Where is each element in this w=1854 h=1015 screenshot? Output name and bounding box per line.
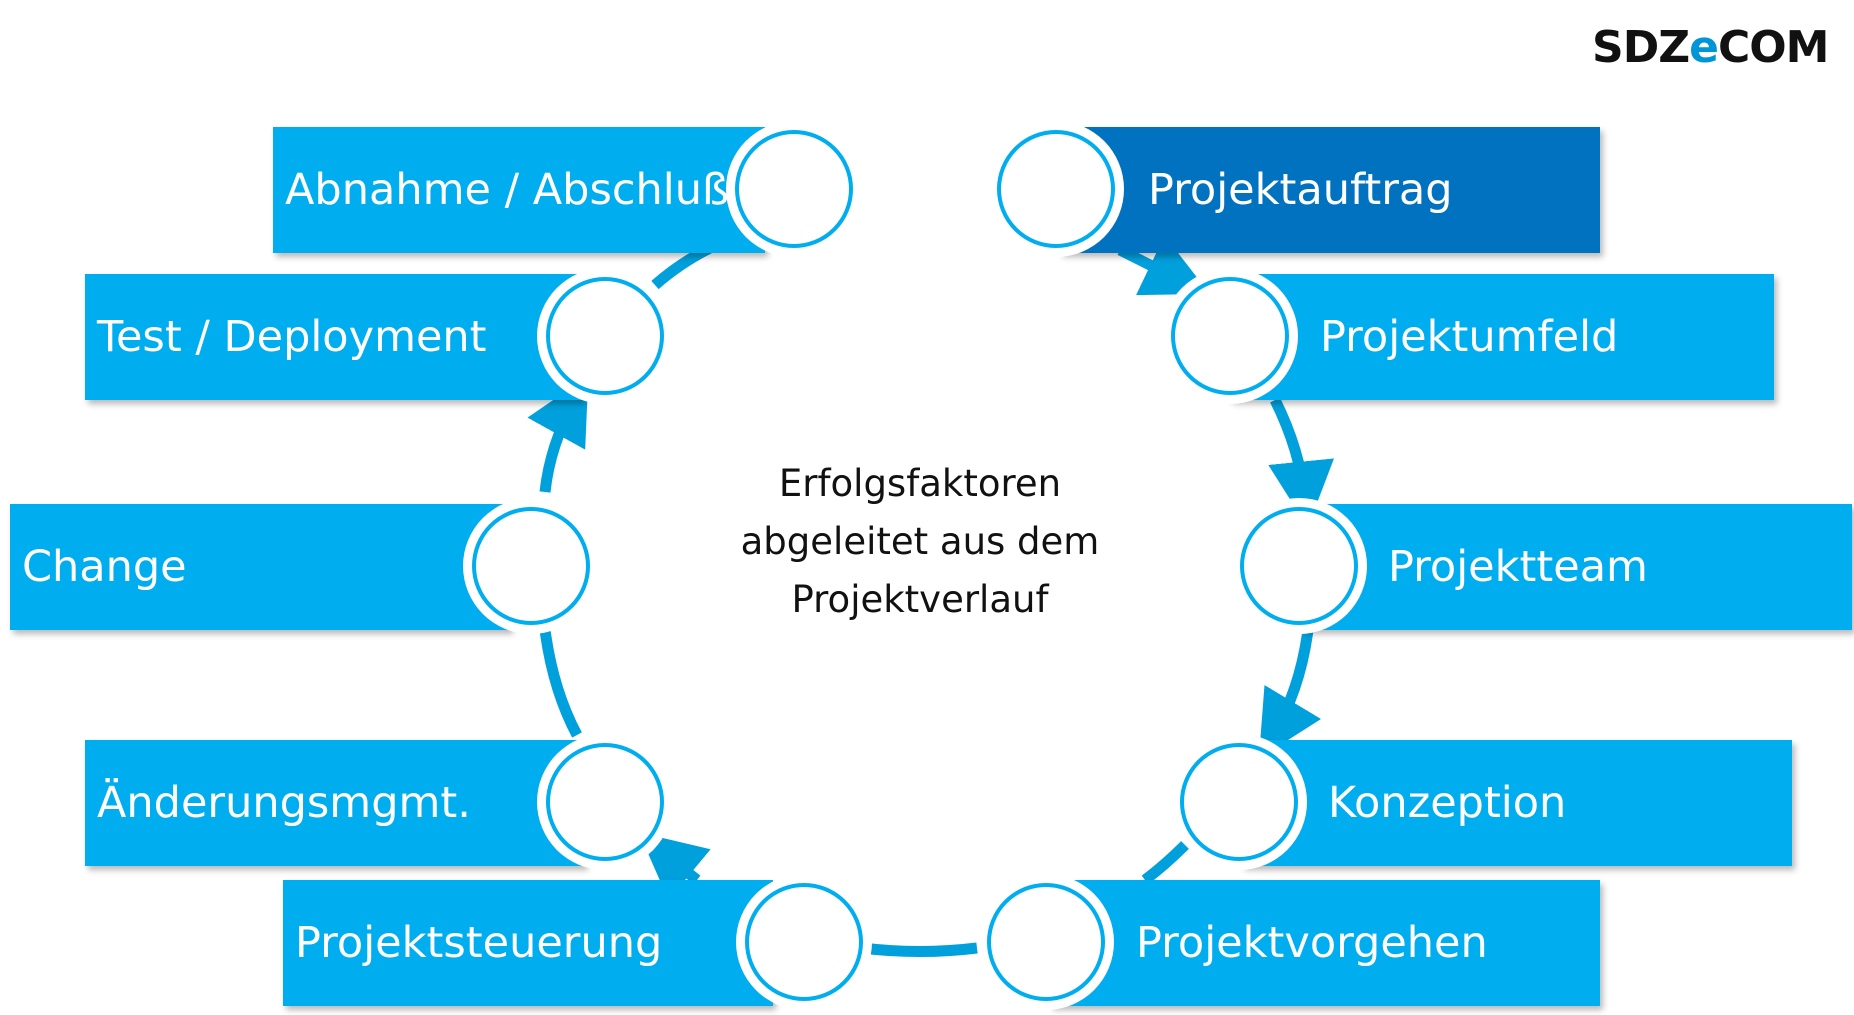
arrow-test-abnahme: [651, 243, 713, 290]
step-projektteam: Projektteam: [1302, 504, 1852, 630]
step-circle-abnahme-abschluss: [735, 130, 853, 248]
sdzecom-logo: SDZeCOM: [1592, 22, 1829, 73]
step-projektauftrag: Projektauftrag: [1060, 127, 1600, 253]
step-aenderungsmgmt: Änderungsmgmt.: [85, 740, 585, 866]
step-label: Projektsteuerung: [295, 918, 663, 968]
center-title: Erfolgsfaktoren abgeleitet aus dem Proje…: [680, 455, 1160, 629]
arrow-projektauftrag-projektumfeld: [1117, 235, 1210, 296]
step-label: Projektauftrag: [1148, 165, 1453, 215]
arrow-projektumfeld-projektteam: [1268, 397, 1334, 528]
step-konzeption: Konzeption: [1242, 740, 1792, 866]
arrow-projektsteuerung-aenderungsmgmt: [638, 832, 711, 900]
step-label: Test / Deployment: [97, 312, 487, 362]
step-projektumfeld: Projektumfeld: [1230, 274, 1774, 400]
arrow-change-test: [527, 375, 589, 493]
step-label: Abnahme / Abschluß: [285, 165, 730, 215]
arrow-projektteam-konzeption: [1258, 629, 1322, 759]
center-line-3: Projektverlauf: [791, 578, 1049, 621]
center-line-1: Erfolgsfaktoren: [778, 462, 1062, 505]
arrow-projektvorgehen-projektsteuerung: [861, 942, 978, 957]
step-abnahme-abschluss: Abnahme / Abschluß: [273, 127, 765, 253]
step-label: Änderungsmgmt.: [97, 778, 471, 828]
step-label: Change: [22, 542, 187, 592]
arrow-aenderungsmgmt-change: [539, 629, 582, 738]
step-change: Change: [10, 504, 510, 630]
step-circle-projektauftrag: [997, 130, 1115, 248]
step-label: Projektteam: [1388, 542, 1648, 592]
step-circle-test-deployment: [546, 277, 664, 395]
center-line-2: abgeleitet aus dem: [740, 520, 1100, 563]
step-projektvorgehen: Projektvorgehen: [1050, 880, 1600, 1006]
step-circle-konzeption: [1180, 743, 1298, 861]
step-circle-projektteam: [1240, 507, 1358, 625]
arrow-konzeption-projektvorgehen: [1141, 841, 1189, 885]
step-circle-projektvorgehen: [987, 883, 1105, 1001]
step-label: Konzeption: [1328, 778, 1567, 828]
step-circle-projektsteuerung: [745, 883, 863, 1001]
step-circle-projektumfeld: [1171, 277, 1289, 395]
step-circle-aenderungsmgmt: [546, 743, 664, 861]
step-projektsteuerung: Projektsteuerung: [283, 880, 773, 1006]
step-label: Projektumfeld: [1320, 312, 1619, 362]
step-circle-change: [472, 507, 590, 625]
step-test-deployment: Test / Deployment: [85, 274, 583, 400]
step-label: Projektvorgehen: [1136, 918, 1488, 968]
